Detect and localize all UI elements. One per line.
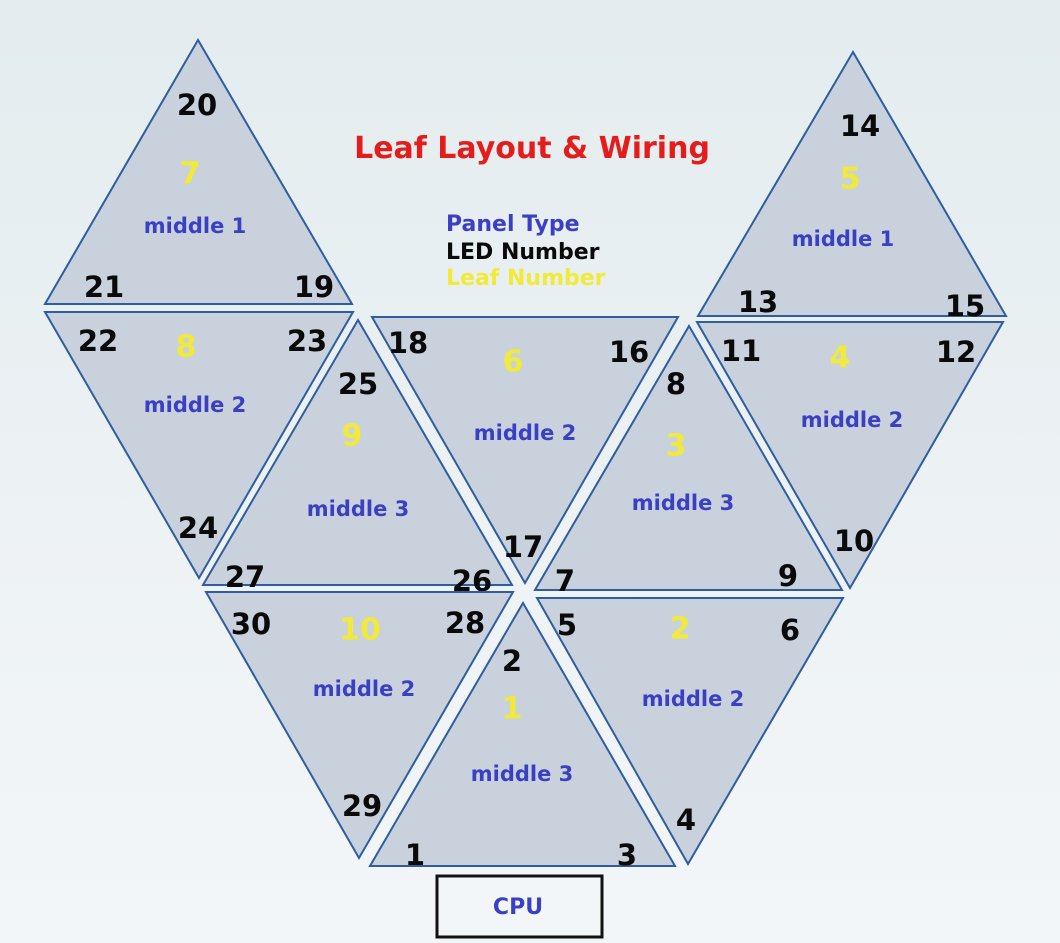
led-number: 22: [78, 324, 118, 358]
leaf-triangle: [535, 597, 845, 867]
led-number: 18: [388, 326, 428, 360]
led-number: 5: [557, 608, 577, 642]
legend-leaf-number: Leaf Number: [446, 266, 606, 291]
led-number: 1: [405, 838, 425, 872]
leaf-triangle: [43, 38, 354, 305]
leaf-panel-7: 7 middle 1 20 21 19: [43, 38, 354, 305]
leaf-triangle: [201, 318, 514, 586]
panel-type: middle 1: [144, 214, 247, 238]
led-number: 16: [609, 335, 649, 369]
legend-panel-type: Panel Type: [446, 212, 580, 237]
led-number: 13: [738, 285, 778, 319]
leaf-panel-5: 5 middle 1 14 13 15: [696, 50, 1008, 323]
leaf-panel-2: 2 middle 2 5 6 4: [535, 597, 845, 867]
led-number: 25: [338, 367, 378, 401]
panel-type: middle 2: [313, 677, 416, 701]
cpu-label: CPU: [493, 895, 543, 920]
led-number: 12: [936, 335, 976, 369]
led-number: 29: [342, 789, 382, 823]
leaf-triangle: [370, 316, 680, 586]
leaf-triangle: [43, 311, 355, 580]
panel-type: middle 3: [632, 491, 735, 515]
led-number: 6: [780, 613, 800, 647]
led-number: 9: [778, 559, 798, 593]
led-number: 15: [945, 289, 985, 323]
led-number: 27: [225, 560, 265, 594]
leaf-number: 1: [502, 692, 523, 727]
leaf-panel-10: 10 middle 2 30 28 29: [204, 591, 515, 861]
leaf-panel-4: 4 middle 2 11 12 10: [695, 321, 1005, 591]
led-number: 3: [617, 838, 637, 872]
legend-led-number: LED Number: [446, 240, 600, 265]
panel-type: middle 2: [642, 687, 745, 711]
leaf-panel-3: 3 middle 3 8 7 9: [533, 324, 844, 598]
led-number: 7: [555, 564, 575, 598]
led-number: 23: [287, 324, 327, 358]
diagram-title: Leaf Layout & Wiring: [354, 131, 710, 166]
cpu-box: CPU: [435, 874, 604, 939]
panel-type: middle 3: [307, 497, 410, 521]
leaf-number: 5: [840, 162, 861, 197]
led-number: 4: [676, 803, 696, 837]
leaf-number: 6: [503, 345, 524, 380]
leaf-number: 9: [342, 419, 363, 454]
panel-type: middle 2: [474, 421, 577, 445]
panel-type: middle 2: [801, 408, 904, 432]
leaf-number: 10: [339, 613, 381, 648]
led-number: 19: [294, 270, 334, 304]
panel-type: middle 3: [471, 762, 574, 786]
led-number: 17: [503, 530, 543, 564]
led-number: 8: [666, 367, 686, 401]
led-number: 21: [84, 270, 124, 304]
panel-type: middle 2: [144, 393, 247, 417]
leaf-number: 2: [670, 612, 691, 647]
leaf-number: 7: [180, 157, 201, 192]
leaf-number: 3: [666, 429, 687, 464]
leaf-triangle: [696, 50, 1008, 317]
leaf-panel-1: 1 middle 3 2 1 3: [368, 601, 677, 872]
led-number: 10: [834, 524, 874, 558]
led-number: 28: [445, 606, 485, 640]
led-number: 11: [721, 334, 761, 368]
panel-type: middle 1: [792, 227, 895, 251]
leaf-panel-6: 6 middle 2 18 16 17: [370, 316, 680, 586]
led-number: 20: [177, 88, 217, 122]
cpu-box-outline: [435, 874, 604, 939]
leaf-triangle: [695, 321, 1005, 591]
leaf-number: 4: [830, 341, 851, 376]
led-number: 30: [231, 607, 271, 641]
led-number: 24: [178, 511, 218, 545]
leaf-triangle: [368, 601, 677, 867]
led-number: 2: [502, 644, 522, 678]
leaf-triangle: [204, 591, 515, 861]
leaf-triangle: [533, 324, 844, 591]
legend: Panel Type LED Number Leaf Number: [446, 212, 606, 291]
leaf-number: 8: [176, 330, 197, 365]
leaf-panel-8: 8 middle 2 22 23 24: [43, 311, 355, 580]
led-number: 14: [840, 109, 880, 143]
